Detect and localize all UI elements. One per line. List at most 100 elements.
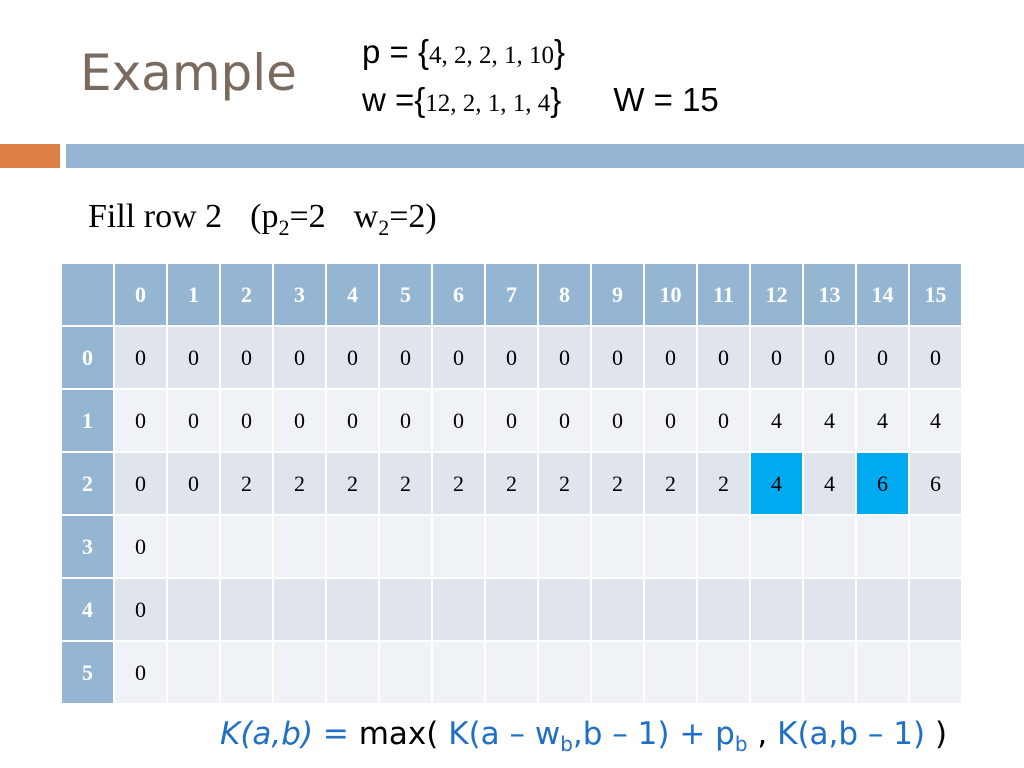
table-cell xyxy=(590,640,645,705)
column-header: 11 xyxy=(696,262,751,327)
table-cell: 4 xyxy=(855,388,910,453)
table-cell: 0 xyxy=(113,325,168,390)
table-cell xyxy=(272,514,327,579)
table-cell: 2 xyxy=(325,451,380,516)
table-cell xyxy=(431,577,486,642)
table-cell xyxy=(537,577,592,642)
table-cell xyxy=(855,640,910,705)
column-header: 4 xyxy=(325,262,380,327)
table-cell: 0 xyxy=(484,388,539,453)
table-cell: 0 xyxy=(113,577,168,642)
table-cell: 0 xyxy=(431,325,486,390)
table-cell: 2 xyxy=(431,451,486,516)
column-header: 15 xyxy=(908,262,963,327)
column-header: 8 xyxy=(537,262,592,327)
corner-cell xyxy=(60,262,115,327)
table-cell xyxy=(855,514,910,579)
table-cell xyxy=(431,514,486,579)
formula-p-sub: b xyxy=(734,732,748,757)
table-cell: 2 xyxy=(643,451,698,516)
table-cell: 0 xyxy=(696,325,751,390)
table-cell: 0 xyxy=(855,325,910,390)
table-cell: 0 xyxy=(643,325,698,390)
table-cell: 0 xyxy=(219,388,274,453)
subtitle-p-val: =2 xyxy=(289,198,326,235)
table-cell xyxy=(908,640,963,705)
row-header: 0 xyxy=(60,325,115,390)
table-cell: 6 xyxy=(908,451,963,516)
table-cell: 0 xyxy=(749,325,804,390)
formula-max: max( xyxy=(358,716,449,752)
table-cell xyxy=(219,577,274,642)
table-cell xyxy=(590,577,645,642)
weight-suffix: } xyxy=(550,81,562,118)
table-cell: 4 xyxy=(802,388,857,453)
subtitle-text: Fill row 2 xyxy=(88,198,223,235)
table-cell xyxy=(325,514,380,579)
table-cell: 4 xyxy=(802,451,857,516)
row-header: 4 xyxy=(60,577,115,642)
table-cell xyxy=(325,577,380,642)
profit-values: 4, 2, 2, 1, 10 xyxy=(428,42,554,69)
table-cell: 2 xyxy=(696,451,751,516)
column-header: 6 xyxy=(431,262,486,327)
formula-lhs: K(a,b) xyxy=(220,716,314,752)
profit-line: p = {4, 2, 2, 1, 10} xyxy=(362,30,719,78)
table-cell: 4 xyxy=(749,388,804,453)
table-cell xyxy=(537,514,592,579)
table-cell: 0 xyxy=(219,325,274,390)
table-cell xyxy=(696,514,751,579)
weight-line: w ={12, 2, 1, 1, 4}W = 15 xyxy=(362,78,719,126)
table-cell: 0 xyxy=(272,325,327,390)
table-cell: 2 xyxy=(378,451,433,516)
table-cell: 0 xyxy=(643,388,698,453)
weight-prefix: w ={ xyxy=(362,81,426,118)
table-cell: 0 xyxy=(431,388,486,453)
table-cell xyxy=(802,577,857,642)
formula-term2: K(a,b – 1) xyxy=(777,716,926,752)
table-cell xyxy=(590,514,645,579)
column-header: 1 xyxy=(166,262,221,327)
table-cell: 0 xyxy=(590,388,645,453)
formula-comma: , xyxy=(747,716,778,752)
table-cell xyxy=(166,640,221,705)
table-cell: 0 xyxy=(378,388,433,453)
formula-term1-rest: ,b – 1) + p xyxy=(572,716,735,752)
table-cell: 0 xyxy=(696,388,751,453)
table-cell xyxy=(908,577,963,642)
subtitle-w-sub: 2 xyxy=(378,214,390,240)
table-cell: 0 xyxy=(113,451,168,516)
subtitle-w-val: =2) xyxy=(389,198,437,235)
table-cell: 2 xyxy=(590,451,645,516)
column-header: 2 xyxy=(219,262,274,327)
table-cell xyxy=(272,640,327,705)
table-cell xyxy=(696,640,751,705)
table-cell xyxy=(749,577,804,642)
table-cell: 2 xyxy=(537,451,592,516)
table-cell xyxy=(696,577,751,642)
table-cell xyxy=(484,577,539,642)
table-cell xyxy=(537,640,592,705)
column-header: 9 xyxy=(590,262,645,327)
column-header: 3 xyxy=(272,262,327,327)
table-cell xyxy=(378,640,433,705)
column-header: 12 xyxy=(749,262,804,327)
column-header: 7 xyxy=(484,262,539,327)
table-cell: 0 xyxy=(113,388,168,453)
column-header: 13 xyxy=(802,262,857,327)
problem-parameters: p = {4, 2, 2, 1, 10} w ={12, 2, 1, 1, 4}… xyxy=(362,30,719,126)
table-cell: 0 xyxy=(166,388,221,453)
row-header: 1 xyxy=(60,388,115,453)
highlighted-cell: 4 xyxy=(749,451,804,516)
formula-close: ) xyxy=(925,716,948,752)
table-cell xyxy=(219,640,274,705)
capacity-label: W = 15 xyxy=(613,81,719,118)
accent-bar-orange xyxy=(0,144,60,168)
table-cell xyxy=(166,577,221,642)
